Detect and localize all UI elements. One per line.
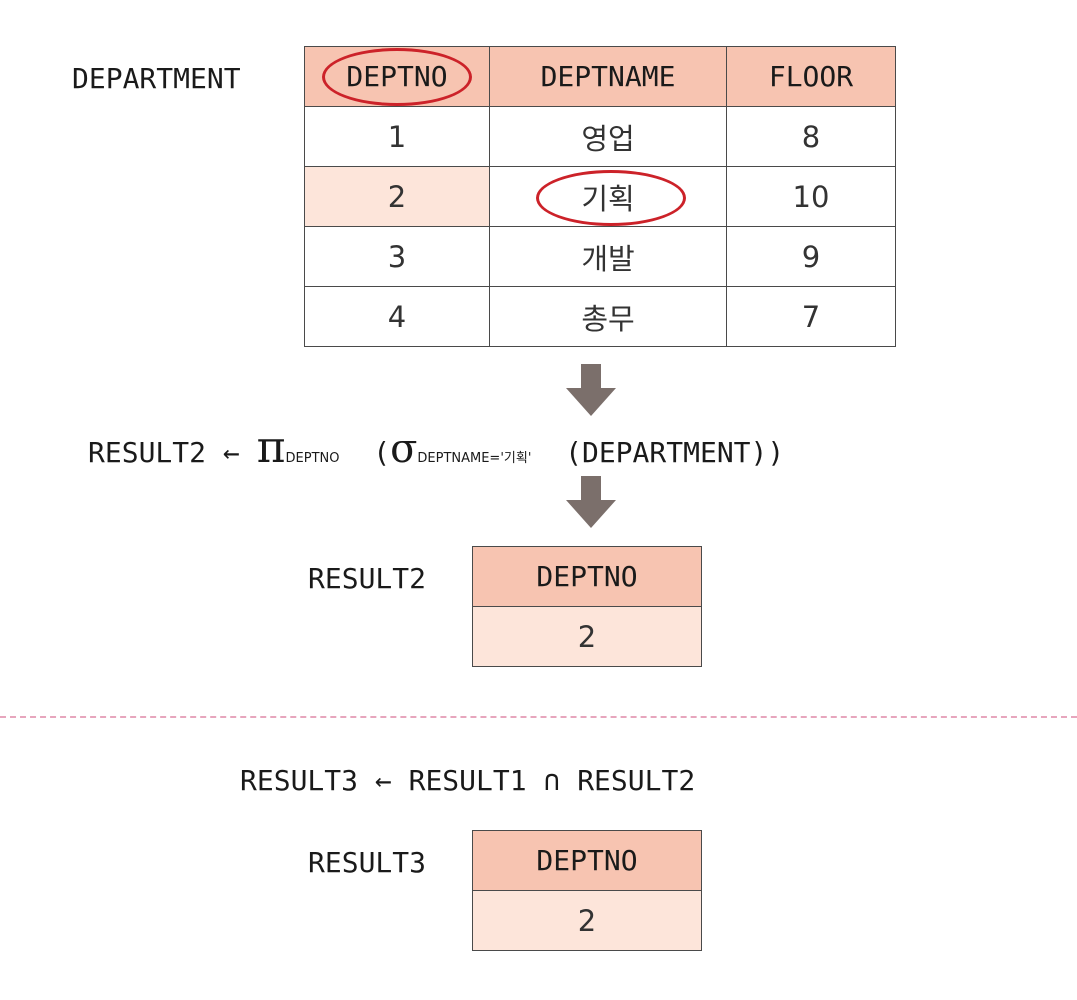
cell-floor: 9 [726,226,896,287]
projection-subscript: DEPTNO [285,451,340,466]
selection-symbol: σ [390,426,418,472]
cell-deptno: 1 [304,106,490,167]
assign-arrow: ← [374,764,392,797]
cell-deptno-selected: 2 [304,166,490,227]
expr-rest: (DEPARTMENT)) [565,436,785,469]
cell-floor: 10 [726,166,896,227]
table-row-selected: 2 기획 10 [304,166,896,227]
open-paren: ( [373,436,391,469]
department-table: DEPTNO DEPTNAME FLOOR 1 영업 8 2 기획 10 3 개… [304,46,896,347]
down-arrow-icon [566,476,616,528]
section-divider [0,716,1077,718]
header-deptname: DEPTNAME [489,46,727,107]
intersection-symbol: ∩ [543,764,561,797]
result2-label: RESULT2 [308,562,427,595]
cell-floor: 7 [726,286,896,347]
result3-value: 2 [472,890,702,951]
cell-deptname: 영업 [489,106,727,167]
result3-label: RESULT3 [308,846,427,879]
table-row: 1 영업 8 [304,106,896,167]
header-floor: FLOOR [726,46,896,107]
result3-header: DEPTNO [472,830,702,891]
expr-right-operand: RESULT2 [577,764,696,797]
result3-table: DEPTNO 2 [472,830,702,951]
expr-target: RESULT3 [240,764,359,797]
cell-deptno: 4 [304,286,490,347]
expr-left-operand: RESULT1 [408,764,527,797]
department-label: DEPARTMENT [72,62,241,95]
result2-value: 2 [472,606,702,667]
cell-deptname: 개발 [489,226,727,287]
table-header-row: DEPTNO DEPTNAME FLOOR [304,46,896,107]
header-deptno: DEPTNO [304,46,490,107]
expression-result2: RESULT2 ← πDEPTNO (σDEPTNAME='기획' (DEPAR… [88,422,784,473]
selection-subscript: DEPTNAME='기획' [417,451,532,466]
table-row: 3 개발 9 [304,226,896,287]
table-row: 4 총무 7 [304,286,896,347]
assign-arrow: ← [222,436,240,469]
projection-symbol: π [256,422,286,473]
result2-table: DEPTNO 2 [472,546,702,667]
cell-deptname: 총무 [489,286,727,347]
result2-header: DEPTNO [472,546,702,607]
cell-floor: 8 [726,106,896,167]
cell-deptno: 3 [304,226,490,287]
down-arrow-icon [566,364,616,416]
expr-target: RESULT2 [88,436,207,469]
cell-deptname: 기획 [489,166,727,227]
expression-result3: RESULT3 ← RESULT1 ∩ RESULT2 [240,764,695,797]
